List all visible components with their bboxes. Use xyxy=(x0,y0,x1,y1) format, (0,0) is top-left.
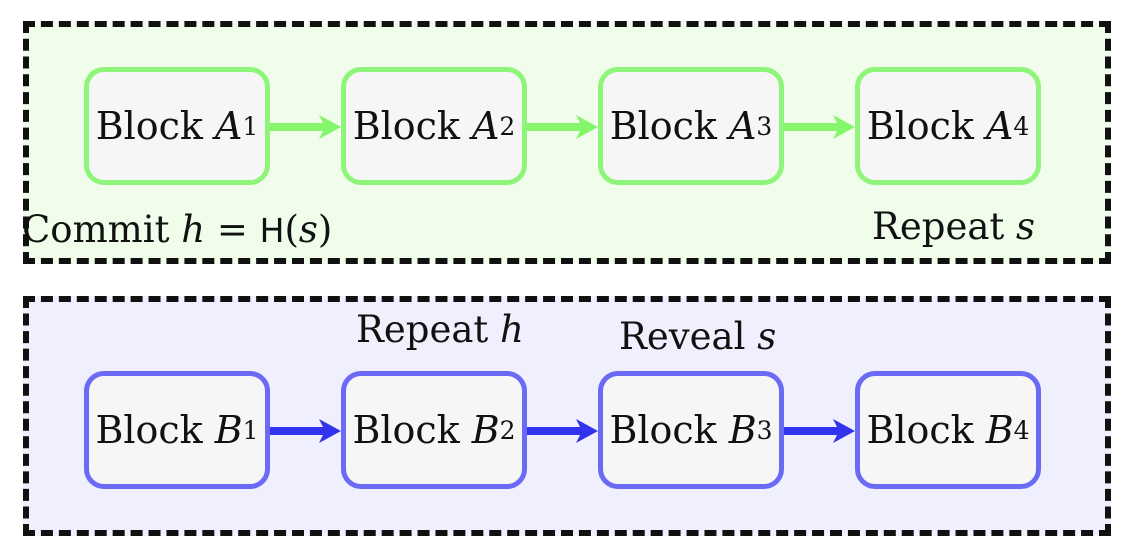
block-subscript: 2 xyxy=(499,111,516,141)
commit-open-paren: ( xyxy=(284,208,299,251)
block-word: Block xyxy=(609,408,717,452)
repeat-secret-var: s xyxy=(1016,205,1036,248)
block-variable: B xyxy=(985,408,1014,452)
block-word: Block xyxy=(352,408,460,452)
block-word: Block xyxy=(866,408,974,452)
block-subscript: 3 xyxy=(756,415,773,445)
repeat-word: Repeat xyxy=(356,308,489,351)
reveal-secret-var: s xyxy=(757,315,777,358)
block-subscript: 4 xyxy=(1013,415,1030,445)
commit-hash-func: H xyxy=(259,211,285,250)
commit-label: Commit h = H(s) xyxy=(22,208,332,251)
commit-secret-var: s xyxy=(298,208,318,251)
block-word: Block xyxy=(95,104,203,148)
block-word: Block xyxy=(352,104,460,148)
block-variable: B xyxy=(728,408,757,452)
block-subscript: 4 xyxy=(1013,111,1030,141)
block-variable: A xyxy=(728,104,757,148)
block-variable: B xyxy=(471,408,500,452)
chain-a-arrows xyxy=(270,115,855,139)
block-variable: A xyxy=(985,104,1014,148)
block-variable: B xyxy=(214,408,243,452)
block-variable: A xyxy=(214,104,243,148)
block-subscript: 2 xyxy=(499,415,516,445)
commit-hash-var: h xyxy=(181,208,206,251)
commit-equals: = xyxy=(216,208,248,251)
chain-a-arrow-head xyxy=(319,115,341,139)
block-word: Block xyxy=(609,104,717,148)
chain-b-arrows xyxy=(270,419,855,443)
chain-a-arrow-head xyxy=(576,115,598,139)
repeat-hash-var: h xyxy=(500,308,524,351)
commit-close-paren: ) xyxy=(317,208,333,251)
block-subscript: 1 xyxy=(242,415,259,445)
block-subscript: 3 xyxy=(756,111,773,141)
reveal-s-label: Reveal s xyxy=(619,315,776,358)
repeat-h-label: Repeat h xyxy=(356,308,524,351)
block-word: Block xyxy=(95,408,203,452)
chain-b-arrow-head xyxy=(319,419,341,443)
commit-word: Commit xyxy=(22,208,170,251)
chain-a-arrow-head xyxy=(833,115,855,139)
block-variable: A xyxy=(471,104,500,148)
block-word: Block xyxy=(866,104,974,148)
chain-b-arrow-head xyxy=(833,419,855,443)
repeat-s-label: Repeat s xyxy=(872,205,1035,248)
reveal-word: Reveal xyxy=(619,315,746,358)
chain-b-arrow-head xyxy=(576,419,598,443)
block-subscript: 1 xyxy=(242,111,259,141)
repeat-word: Repeat xyxy=(872,205,1005,248)
